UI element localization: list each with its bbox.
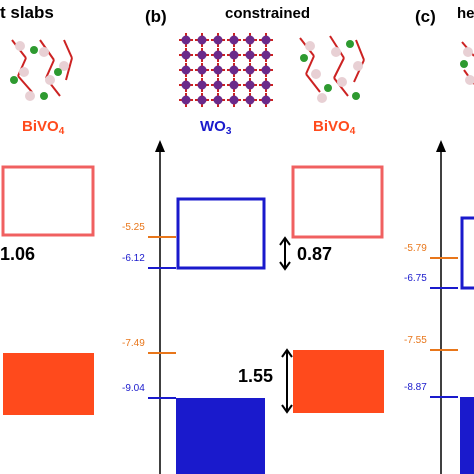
wo3-atom bbox=[261, 95, 271, 105]
panel-c-wo3-cb bbox=[460, 216, 474, 290]
wo3-atom bbox=[181, 65, 191, 75]
wo3-atom bbox=[229, 95, 239, 105]
panel-a-gap-label: 1.06 bbox=[0, 244, 36, 264]
wo3-atom bbox=[245, 35, 255, 45]
panel-b-gap-bivo4: 1.55 bbox=[238, 366, 274, 386]
panel-b-wo3-label: WO3 bbox=[200, 118, 231, 137]
panel-b-wo3-vb bbox=[176, 398, 265, 474]
wo3-atom bbox=[229, 35, 239, 45]
panel-b-wo3-cb bbox=[176, 197, 266, 270]
gap-arrow-bivo4 bbox=[281, 348, 293, 414]
panel-b-letter: (b) bbox=[145, 7, 167, 26]
wo3-atom bbox=[181, 80, 191, 90]
panel-b-gap-wo3: 0.87 bbox=[297, 244, 333, 264]
level-c-cb-bivo4: -5.79 bbox=[404, 243, 427, 254]
wo3-atom bbox=[245, 80, 255, 90]
wo3-structure bbox=[179, 33, 273, 107]
level-c-cb-wo3: -6.75 bbox=[404, 273, 427, 284]
panel-b-bivo4-label: BiVO4 bbox=[313, 118, 355, 137]
wo3-atom bbox=[261, 65, 271, 75]
material-subscript: 4 bbox=[58, 126, 65, 137]
wo3-atom bbox=[197, 80, 207, 90]
panel-b-bivo4-vb bbox=[293, 350, 384, 413]
panel-a-bivo4-cb bbox=[1, 165, 95, 237]
gap-arrow-wo3 bbox=[279, 236, 291, 271]
level-c-vb-wo3: -8.87 bbox=[404, 382, 427, 393]
panel-a-bivo4-vb bbox=[3, 353, 94, 415]
panel-b-bivo4-cb bbox=[291, 165, 384, 239]
bivo4-structure-a bbox=[10, 39, 73, 101]
wo3-atom bbox=[245, 65, 255, 75]
level-c-vb-bivo4: -7.55 bbox=[404, 335, 427, 346]
wo3-atom bbox=[213, 95, 223, 105]
level-b-vb-bivo4: -7.49 bbox=[122, 338, 145, 349]
wo3-atom bbox=[197, 65, 207, 75]
panel-c-axis-arrowhead bbox=[436, 140, 446, 152]
wo3-atom bbox=[197, 50, 207, 60]
wo3-atom bbox=[213, 35, 223, 45]
panel-c-letter: (c) bbox=[415, 7, 436, 26]
wo3-atom bbox=[229, 65, 239, 75]
panel-b-title: constrained bbox=[225, 5, 311, 22]
wo3-atom bbox=[213, 65, 223, 75]
panel-a-bivo4-label: BiVO4 bbox=[22, 118, 64, 137]
wo3-atom bbox=[261, 80, 271, 90]
wo3-atom bbox=[197, 95, 207, 105]
wo3-atom bbox=[181, 50, 191, 60]
panel-b-axis-arrowhead bbox=[155, 140, 165, 152]
wo3-atom bbox=[197, 35, 207, 45]
wo3-atom bbox=[245, 50, 255, 60]
panel-c-title: he bbox=[457, 5, 474, 22]
material-subscript: 3 bbox=[225, 126, 232, 137]
material-base: BiVO bbox=[22, 118, 59, 135]
material-subscript: 4 bbox=[349, 126, 356, 137]
panel-c-wo3-vb bbox=[460, 397, 474, 474]
material-base: BiVO bbox=[313, 118, 350, 135]
material-base: WO bbox=[200, 118, 226, 135]
wo3-atom bbox=[261, 35, 271, 45]
structure-c bbox=[460, 41, 474, 85]
panel-a-title: t slabs bbox=[0, 3, 54, 22]
wo3-atom bbox=[245, 95, 255, 105]
wo3-atom bbox=[181, 95, 191, 105]
level-b-vb-wo3: -9.04 bbox=[122, 383, 145, 394]
wo3-atom bbox=[261, 50, 271, 60]
bivo4-structure-b bbox=[299, 35, 365, 103]
level-b-cb-wo3: -6.12 bbox=[122, 253, 145, 264]
wo3-atom bbox=[181, 35, 191, 45]
wo3-atom bbox=[213, 50, 223, 60]
wo3-atom bbox=[229, 50, 239, 60]
level-b-cb-bivo4: -5.25 bbox=[122, 222, 145, 233]
wo3-atom bbox=[213, 80, 223, 90]
wo3-atom bbox=[229, 80, 239, 90]
